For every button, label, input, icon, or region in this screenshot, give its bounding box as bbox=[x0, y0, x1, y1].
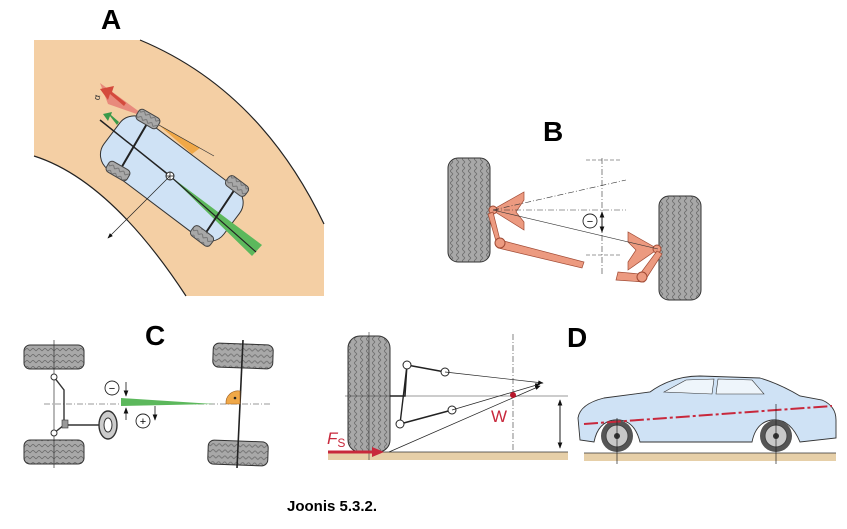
minus-sign: − bbox=[587, 216, 593, 228]
green-direction-arrow bbox=[103, 112, 119, 125]
wheel-front-outer bbox=[135, 108, 161, 130]
panel-label-a: A bbox=[101, 4, 122, 35]
figure-caption: Joonis 5.3.2. bbox=[287, 498, 378, 515]
panel-d-car-side bbox=[577, 375, 837, 464]
minus-sign-circle bbox=[582, 213, 598, 229]
alpha-symbol: α bbox=[92, 94, 103, 101]
panel-b-diagram: − bbox=[447, 157, 702, 301]
minus-symbol: − bbox=[109, 383, 115, 395]
panel-a-diagram: α bbox=[33, 39, 325, 297]
pitch-axis-line bbox=[583, 405, 833, 425]
force-label: FS bbox=[327, 429, 345, 450]
wheel-rear-inner bbox=[189, 225, 215, 247]
wheel-front-inner bbox=[105, 160, 131, 182]
thrust-angle-wedge bbox=[121, 398, 214, 406]
steering-wheel-icon bbox=[98, 410, 118, 440]
upper-control-arm-left bbox=[491, 191, 525, 231]
instant-center-point bbox=[510, 392, 516, 398]
panel-label-b: B bbox=[543, 116, 564, 147]
panel-c-diagram: − + bbox=[23, 339, 274, 469]
orange-slip-wedge bbox=[160, 126, 200, 154]
upper-control-arm-right bbox=[627, 231, 659, 271]
force-main: F bbox=[327, 429, 339, 448]
plus-symbol: + bbox=[140, 416, 146, 428]
panel-label-d: D bbox=[567, 322, 588, 353]
wheel-right bbox=[658, 195, 702, 301]
wheel-left bbox=[447, 157, 491, 263]
ground bbox=[328, 452, 568, 460]
ground-car bbox=[584, 453, 836, 461]
right-angle-marker bbox=[225, 390, 241, 405]
force-subscript: S bbox=[337, 436, 345, 450]
point-w-label: W bbox=[491, 407, 507, 426]
panel-label-c: C bbox=[145, 320, 166, 351]
car-body-side bbox=[577, 375, 837, 443]
wheel-rear-outer bbox=[224, 175, 250, 197]
panel-d-suspension: W FS bbox=[327, 332, 568, 460]
